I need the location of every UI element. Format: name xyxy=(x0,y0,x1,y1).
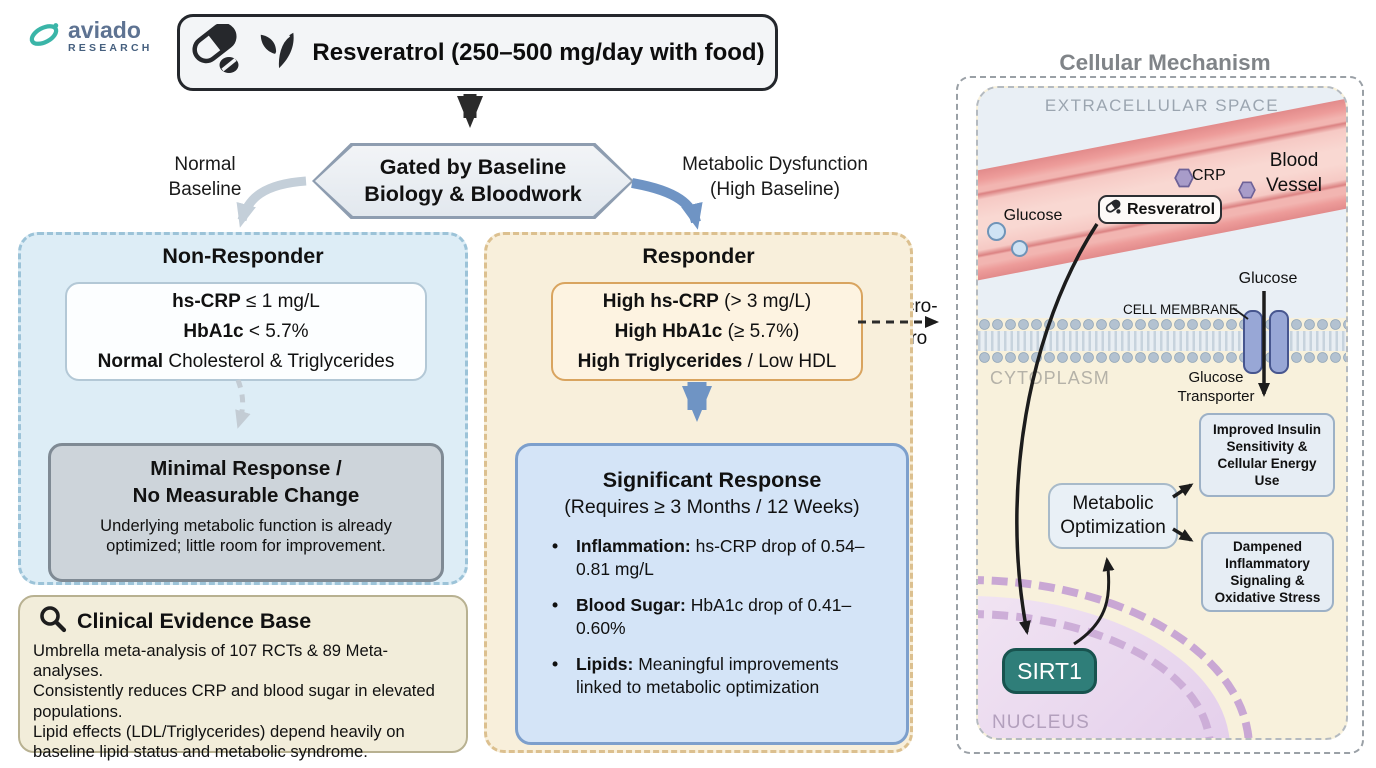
extracellular-label: EXTRACELLULAR SPACE xyxy=(1044,96,1280,115)
metabolic-optimization-box: Metabolic Optimization xyxy=(1048,483,1178,549)
dampened-inflammation-box: Dampened Inflammatory Signaling & Oxidat… xyxy=(1201,532,1334,612)
transporter-pillar xyxy=(1243,310,1263,374)
criteria-value: / Low HDL xyxy=(742,350,837,372)
cellular-mechanism-title: Cellular Mechanism xyxy=(1059,50,1271,75)
logo-brand: aviado xyxy=(68,17,141,43)
sirt1-box: SIRT1 xyxy=(1002,648,1097,694)
minimal-response-body: Underlying metabolic function is already… xyxy=(100,517,392,555)
logo: aviado RESEARCH xyxy=(26,18,153,57)
non-responder-title: Non-Responder xyxy=(162,244,324,268)
transporter-pillar xyxy=(1269,310,1289,374)
supplement-title-box: Resveratrol (250–500 mg/day with food) xyxy=(177,14,778,91)
glucose-transporter-label: Glucose Transporter xyxy=(1177,369,1255,405)
responder-criteria-box: High hs-CRP (> 3 mg/L) High HbA1c (≥ 5.7… xyxy=(551,282,863,381)
response-bullet-list: Inflammation: hs-CRP drop of 0.54–0.81 m… xyxy=(552,535,906,699)
nucleus-label: NUCLEUS xyxy=(992,712,1090,733)
extracellular-space: EXTRACELLULAR SPACE Blood Vessel Glucose… xyxy=(978,88,1346,318)
minimal-response-title: Minimal Response / No Measurable Change xyxy=(132,457,360,507)
criteria-term: HbA1c xyxy=(183,320,244,342)
criteria-line: hs-CRP ≤ 1 mg/L xyxy=(67,287,425,317)
logo-orbit-icon xyxy=(26,18,62,57)
criteria-term: High hs-CRP xyxy=(602,290,719,312)
vessel-glucose-label: Glucose xyxy=(1003,207,1063,224)
blood-vessel-label: Blood Vessel xyxy=(1266,150,1322,196)
bullet-text: hs-CRP drop of 0.54–0.81 mg/L xyxy=(576,536,865,579)
lipid-tails-row xyxy=(978,331,1346,351)
list-item: Blood Sugar: HbA1c drop of 0.41–0.60% xyxy=(552,594,906,640)
criteria-line: HbA1c < 5.7% xyxy=(67,317,425,347)
branch-label-normal-baseline: Normal Baseline xyxy=(168,154,242,200)
bullet-text: HbA1c drop of 0.41–0.60% xyxy=(576,595,852,638)
evidence-title: Clinical Evidence Base xyxy=(77,609,312,633)
cell-membrane-label: CELL MEMBRANE xyxy=(1122,302,1238,317)
crp-hexagon-icon xyxy=(1174,168,1194,193)
magnifier-icon xyxy=(39,605,67,638)
cellular-panel-outer-border xyxy=(956,76,1364,754)
page-title: Resveratrol (250–500 mg/day with food) xyxy=(312,38,765,66)
gate-label: Gated by Baseline Biology & Bloodwork xyxy=(364,155,582,206)
list-item: Inflammation: hs-CRP drop of 0.54–0.81 m… xyxy=(552,535,906,581)
minimal-response-box: Minimal Response / No Measurable Change … xyxy=(48,443,444,582)
non-responder-criteria-box: hs-CRP ≤ 1 mg/L HbA1c < 5.7% Normal Chol… xyxy=(65,282,427,381)
glucose-label: Glucose xyxy=(1238,270,1298,287)
lipid-heads-row xyxy=(978,351,1346,364)
cell-membrane xyxy=(978,318,1346,364)
resveratrol-chip-label: Resveratrol xyxy=(1126,200,1216,218)
bullet-dot xyxy=(552,653,576,699)
cytoplasm-label: CYTOPLASM xyxy=(990,368,1110,388)
list-item: Lipids: Meaningful improvements linked t… xyxy=(552,653,906,699)
responder-panel: Responder High hs-CRP (> 3 mg/L) High Hb… xyxy=(484,232,913,753)
bullet-dot xyxy=(552,594,576,640)
bullet-dot xyxy=(552,535,576,581)
pill-icon xyxy=(190,22,244,81)
improved-insulin-box: Improved Insulin Sensitivity & Cellular … xyxy=(1199,413,1335,497)
gate-hexagon: Gated by Baseline Biology & Bloodwork xyxy=(312,143,634,219)
significant-response-title: Significant Response xyxy=(602,468,822,492)
evidence-line: Umbrella meta-analysis of 107 RCTs & 89 … xyxy=(33,641,389,681)
responder-title: Responder xyxy=(642,244,755,268)
criteria-value: ≤ 1 mg/L xyxy=(240,290,320,312)
criteria-value: (≥ 5.7%) xyxy=(722,320,800,342)
gate-hexagon-fill: Gated by Baseline Biology & Bloodwork xyxy=(315,146,631,216)
leaf-icon xyxy=(256,27,300,78)
criteria-term: High Triglycerides xyxy=(577,350,743,372)
logo-subtitle: RESEARCH xyxy=(68,42,153,54)
criteria-value: (> 3 mg/L) xyxy=(718,290,812,312)
criteria-line: High HbA1c (≥ 5.7%) xyxy=(553,317,861,347)
bullet-term: Lipids: xyxy=(576,654,634,674)
non-responder-panel: Non-Responder hs-CRP ≤ 1 mg/L HbA1c < 5.… xyxy=(18,232,468,585)
mini-pill-icon xyxy=(1105,199,1123,220)
crp-hexagon-icon xyxy=(1238,181,1256,204)
clinical-evidence-box: Clinical Evidence Base Umbrella meta-ana… xyxy=(18,595,468,761)
evidence-line: Lipid effects (LDL/Triglycerides) depend… xyxy=(33,721,405,762)
criteria-line: Normal Cholesterol & Triglycerides xyxy=(67,347,425,377)
bullet-term: Blood Sugar: xyxy=(576,595,686,615)
significant-response-subtitle: (Requires ≥ 3 Months / 12 Weeks) xyxy=(564,496,860,518)
resveratrol-chip: Resveratrol xyxy=(1098,195,1222,224)
bullet-term: Inflammation: xyxy=(576,536,691,556)
criteria-term: hs-CRP xyxy=(172,290,241,312)
criteria-line: High hs-CRP (> 3 mg/L) xyxy=(553,287,861,317)
glucose-molecule xyxy=(1011,240,1028,257)
crp-label: CRP xyxy=(1192,167,1226,184)
lipid-heads-row xyxy=(978,318,1346,331)
criteria-term: High HbA1c xyxy=(614,320,723,342)
cellular-panel: EXTRACELLULAR SPACE Blood Vessel Glucose… xyxy=(976,86,1348,740)
criteria-term: Normal xyxy=(97,350,164,372)
criteria-value: Cholesterol & Triglycerides xyxy=(163,350,395,372)
evidence-line: Consistently reduces CRP and blood sugar… xyxy=(33,681,435,721)
criteria-value: < 5.7% xyxy=(243,320,309,342)
bullet-text: Meaningful improvements linked to metabo… xyxy=(576,654,839,697)
criteria-line: High Triglycerides / Low HDL xyxy=(553,347,861,377)
branch-label-metabolic-dysfunction: Metabolic Dysfunction (High Baseline) xyxy=(682,154,868,200)
glucose-molecule xyxy=(987,222,1006,241)
glucose-transporter xyxy=(1242,310,1290,374)
significant-response-box: Significant Response (Requires ≥ 3 Month… xyxy=(515,443,909,745)
evidence-header: Clinical Evidence Base xyxy=(33,605,453,638)
